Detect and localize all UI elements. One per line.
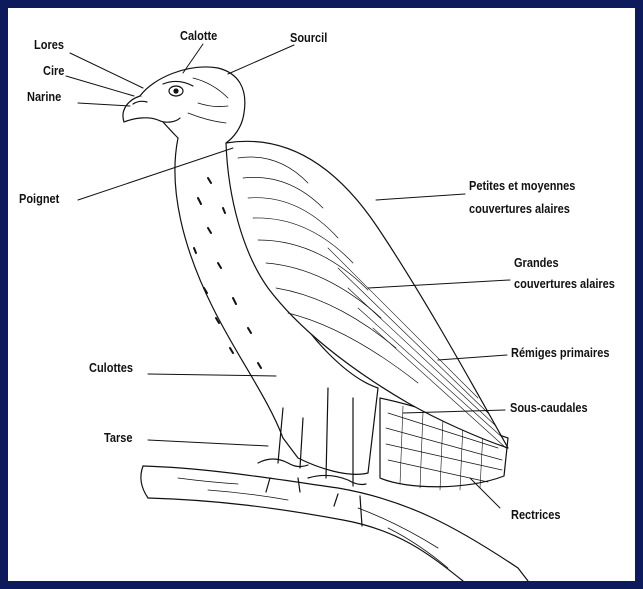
label-rectrices: Rectrices: [511, 507, 561, 523]
label-cire: Cire: [43, 63, 64, 79]
label-petites-line1: Petites et moyennes: [469, 178, 575, 194]
label-calotte: Calotte: [180, 28, 217, 44]
hawk-illustration: [8, 8, 635, 581]
leader-narine: [78, 103, 130, 106]
label-poignet: Poignet: [19, 191, 59, 207]
label-grandes-line2: couvertures alaires: [514, 276, 615, 292]
label-culottes: Culottes: [89, 360, 133, 376]
leader-tarse: [148, 440, 268, 446]
label-sous-caudales: Sous-caudales: [510, 400, 588, 416]
label-lores: Lores: [34, 37, 64, 53]
leader-rectrices: [470, 478, 500, 508]
head: [123, 67, 245, 143]
leader-lores: [70, 53, 143, 88]
label-narine: Narine: [27, 89, 61, 105]
label-sourcil: Sourcil: [290, 30, 327, 46]
label-petites-line2: couvertures alaires: [469, 201, 570, 217]
label-remiges: Rémiges primaires: [511, 345, 609, 361]
label-tarse: Tarse: [104, 430, 133, 446]
label-grandes-line1: Grandes: [514, 255, 559, 271]
leader-petites: [376, 194, 465, 200]
diagram-frame: Lores Cire Narine Calotte Sourcil Poigne…: [8, 8, 635, 581]
leader-sourcil: [228, 45, 294, 74]
